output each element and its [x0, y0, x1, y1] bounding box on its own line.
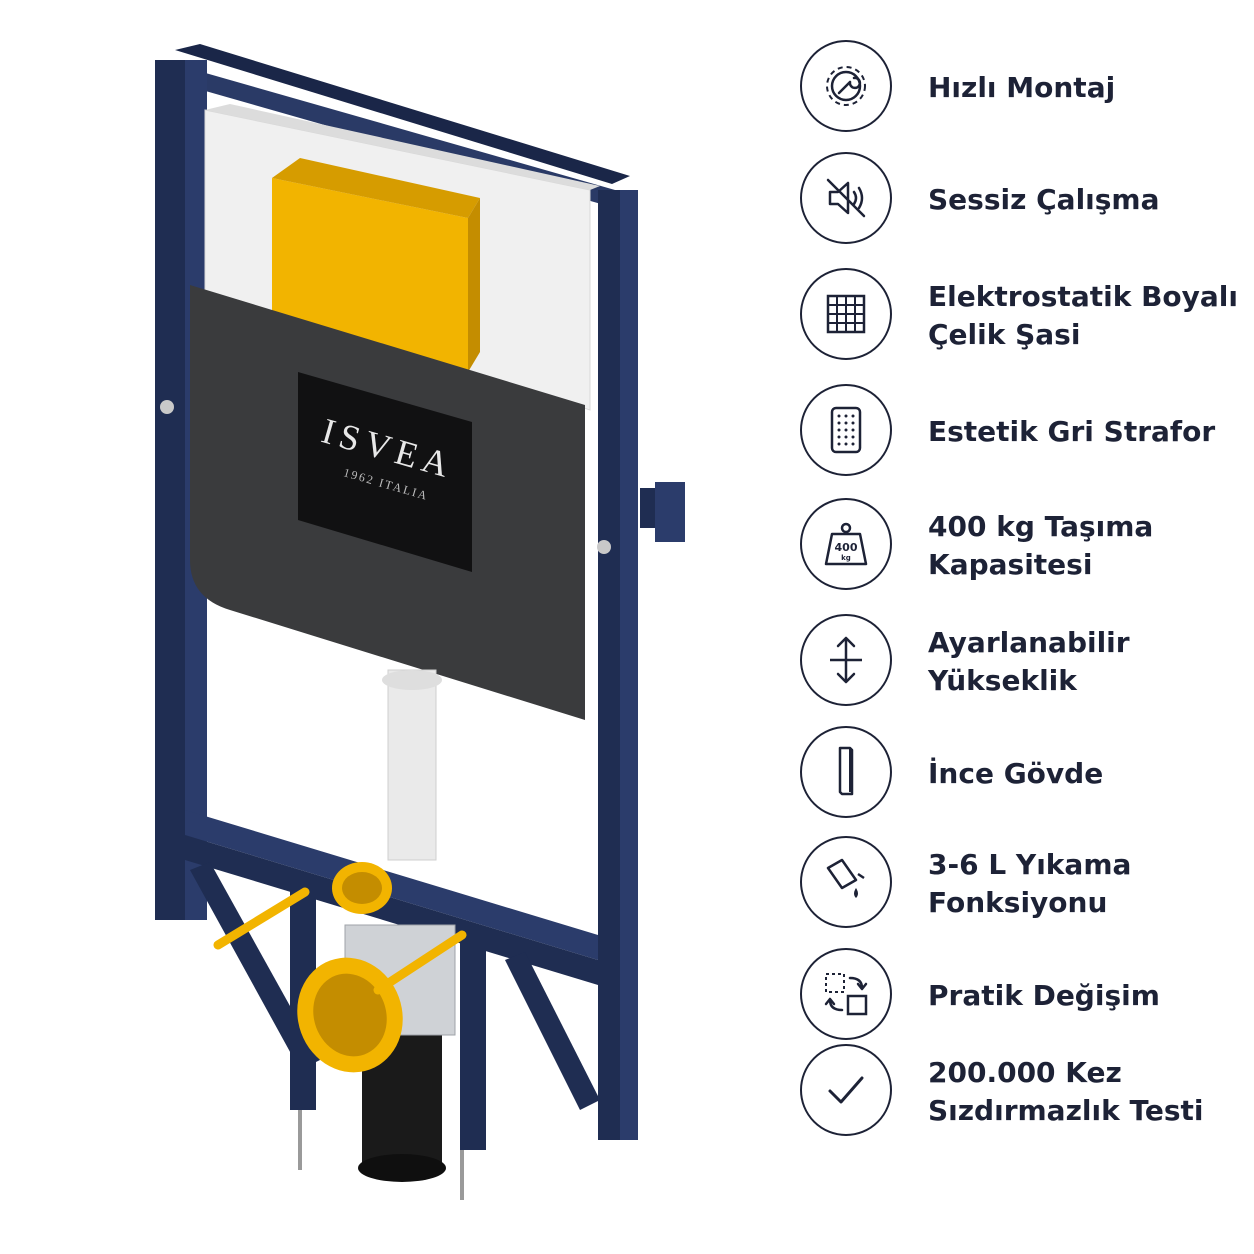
- woven-texture-icon: [800, 268, 892, 360]
- feature-label-line: Yükseklik: [928, 664, 1077, 697]
- flush-pipe: [387, 669, 437, 861]
- feature-label-line: Çelik Şasi: [928, 318, 1081, 351]
- feature-item: Hızlı Montaj: [800, 40, 1240, 136]
- feature-label: Sessiz Çalışma: [928, 152, 1160, 248]
- frame-right-post: [598, 190, 620, 1140]
- feature-label-line: Hızlı Montaj: [928, 71, 1116, 104]
- feature-label-line: Sessiz Çalışma: [928, 183, 1160, 216]
- mute-speaker-icon: [800, 152, 892, 244]
- feature-label-line: Sızdırmazlık Testi: [928, 1094, 1204, 1127]
- feature-label: Estetik Gri Strafor: [928, 384, 1215, 480]
- mounting-rod: [213, 887, 310, 950]
- feature-item: Sessiz Çalışma: [800, 152, 1240, 248]
- logo-plate: [298, 372, 472, 572]
- feature-item: Estetik Gri Strafor: [800, 384, 1240, 480]
- feature-label-line: 200.000 Kez: [928, 1056, 1122, 1089]
- checkmark-icon: [800, 1044, 892, 1136]
- weight-unit: kg: [841, 554, 851, 562]
- water-pour-icon: [800, 836, 892, 928]
- gear-wrench-icon: [800, 40, 892, 132]
- feature-label-line: Fonksiyonu: [928, 886, 1108, 919]
- feature-label: Hızlı Montaj: [928, 40, 1115, 136]
- feature-label-line: İnce Gövde: [928, 757, 1104, 790]
- feature-label-line: 400 kg Taşıma: [928, 510, 1154, 543]
- frame-left-brace: [190, 862, 320, 1070]
- feature-label-line: Estetik Gri Strafor: [928, 415, 1216, 448]
- dotted-panel-icon: [800, 384, 892, 476]
- feature-label-line: Elektrostatik Boyalı: [928, 280, 1238, 313]
- valve-box: [272, 178, 468, 372]
- feature-label-line: Pratik Değişim: [928, 979, 1160, 1012]
- feature-label-line: 3-6 L Yıkama: [928, 848, 1132, 881]
- height-adjust-icon: [800, 614, 892, 706]
- feature-label: Pratik Değişim: [928, 948, 1160, 1044]
- feature-label-line: Ayarlanabilir: [928, 626, 1130, 659]
- feature-label-line: Kapasitesi: [928, 548, 1093, 581]
- feature-label: İnce Gövde: [928, 726, 1103, 822]
- product-illustration: ISVEA 1962 ITALIA: [155, 44, 685, 1200]
- swap-icon: [800, 948, 892, 1040]
- feature-item: Pratik Değişim: [800, 948, 1240, 1044]
- frame-left-post: [155, 60, 185, 920]
- slim-body-icon: [800, 726, 892, 818]
- feature-item: İnce Gövde: [800, 726, 1240, 822]
- weight-value: 400: [835, 541, 858, 554]
